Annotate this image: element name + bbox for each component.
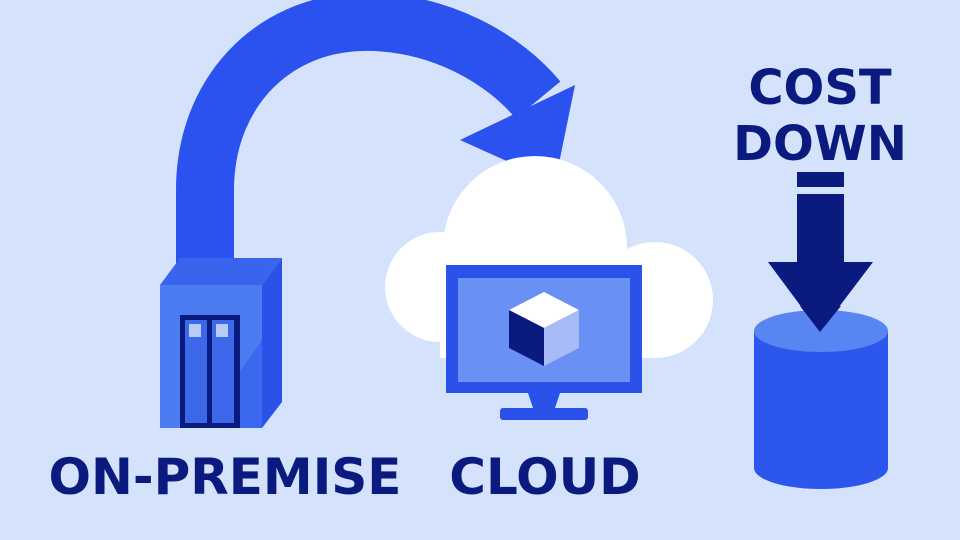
on-premise-label: ON-PREMISE bbox=[48, 448, 402, 506]
database-icon bbox=[754, 310, 888, 489]
cost-label-line2: DOWN bbox=[733, 116, 907, 172]
down-arrow-tip bbox=[800, 306, 841, 332]
cube-icon bbox=[509, 292, 579, 366]
cloud-label: CLOUD bbox=[449, 448, 641, 506]
server-icon bbox=[160, 258, 282, 428]
cost-down-label: COST DOWN bbox=[705, 60, 935, 172]
down-arrow-icon bbox=[768, 172, 873, 332]
cost-label-line1: COST bbox=[748, 60, 892, 116]
